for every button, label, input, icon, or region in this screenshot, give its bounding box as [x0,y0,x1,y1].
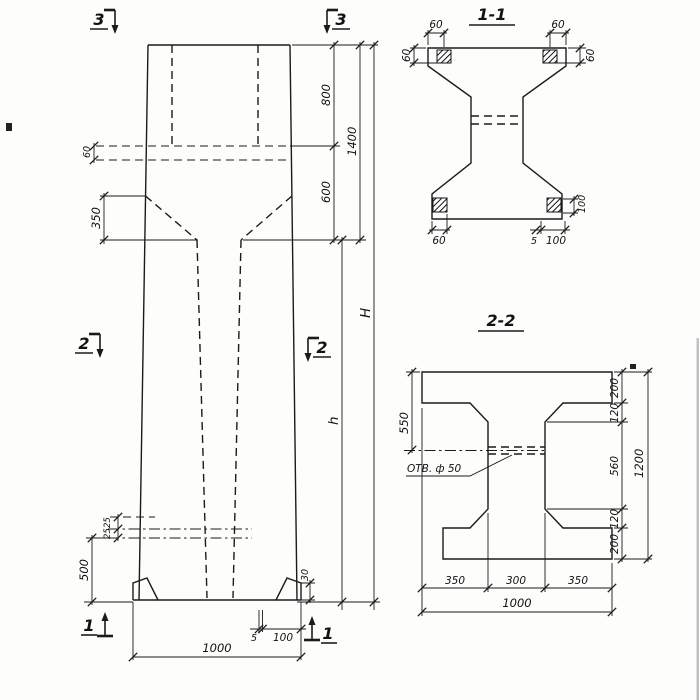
dim-label: 60 [432,235,446,247]
dim-label: 100 [577,195,588,213]
dim-label: 300 [506,575,526,587]
scan-artifact [630,364,636,369]
dim-base-500: 500 [77,533,133,607]
dim-1-1-side-right-60: 60 [557,43,597,68]
dim-label: H [358,308,374,318]
dim-label: 1400 [345,127,359,156]
section-2-2: 2-2 ОТВ. ф 50 550 200 120 560 120 200 12… [397,311,653,617]
section-1-1: 1-1 60 60 60 60 [401,5,597,247]
dim-label: h [326,416,342,425]
section-title: 2-2 [487,311,516,330]
section-mark-2-left: 2 [75,332,104,358]
section-mark-label: 2 [78,334,89,353]
dim-plate-60: 60 [82,141,99,165]
dim-label: 120 [609,403,621,423]
dim-label: 600 [319,181,333,203]
dim-1-1-top-right-60: 60 [545,19,571,47]
dim-label: 60 [585,48,597,62]
dim-label: 1200 [632,449,646,478]
dim-label: 200 [609,378,621,398]
dim-taper-350: 350 [89,191,198,245]
scan-artifact [6,123,12,131]
scan-artifacts [6,123,699,700]
dim-label: 1000 [502,596,531,610]
section-2-2-outline [421,371,613,560]
dim-label: 5 [251,633,257,644]
dim-1-1-side-left-60: 60 [401,43,437,68]
dim-label: 60 [551,19,565,31]
dim-label: 100 [546,235,566,247]
section-2-2-title: 2-2 [478,311,524,332]
dim-label: 800 [319,84,333,106]
section-mark-1-right: 1 [304,616,337,644]
dim-label: 350 [568,575,588,587]
dim-label: 500 [77,559,91,581]
section-mark-label: 2 [316,338,327,357]
dim-foot-30: 30 [300,569,315,605]
dim-1-1-right-plate: 100 [563,194,588,218]
dim-label: 550 [397,412,411,434]
dim-width-1000: 1000 [128,602,306,662]
dim-label: 100 [273,632,293,644]
dim-label: 25 [103,517,113,528]
dim-2-2-right-chain: 200 120 560 120 200 1200 [547,367,653,564]
dim-1-1-bottom-left-60: 60 [427,214,452,247]
dim-label: 60 [429,19,443,31]
section-title: 1-1 [478,5,507,24]
hole-label: ОТВ. ф 50 [407,463,462,475]
dim-1-1-bottom-plate: 5 100 [530,221,570,247]
embedded-plates [432,49,562,213]
dim-label: 120 [609,509,621,529]
dim-label: 30 [300,569,311,581]
dim-foot-plate: 5 100 [250,610,306,644]
dim-2-2-left-550: 550 [397,367,420,455]
web-hole-hidden [471,115,523,125]
dim-label: 200 [609,534,621,554]
scan-edge [696,338,699,700]
section-1-1-outline [427,47,567,220]
section-1-1-title: 1-1 [469,5,515,26]
web-hole-hidden [488,446,545,455]
dim-label: 60 [82,146,93,158]
section-mark-3-right: 3 [323,8,350,34]
dim-label: 350 [89,207,103,229]
section-mark-label: 3 [335,10,346,29]
dim-2-2-bottom: 350 300 350 1000 [417,408,617,617]
dim-label: 25 [103,528,113,539]
section-mark-label: 1 [322,624,333,643]
section-mark-label: 3 [93,10,104,29]
section-mark-1-left: 1 [81,612,113,638]
dim-hole-offsets-25: 25 25 [103,512,123,543]
section-mark-label: 1 [83,616,94,635]
section-mark-3-left: 3 [90,8,119,34]
section-mark-2-right: 2 [304,336,331,362]
dim-chain-right: 800 600 1400 h H [243,40,380,610]
dim-label: 350 [445,575,465,587]
hole-callout: ОТВ. ф 50 [406,454,513,477]
dim-label: 5 [531,236,537,247]
elevation-view: 3 3 2 2 1 [75,8,380,662]
elevation-outline [96,44,302,601]
dim-1-1-top-left-60: 60 [423,19,449,47]
dim-label: 60 [401,48,413,62]
dim-label: 1000 [202,641,231,655]
dim-label: 560 [609,456,621,476]
